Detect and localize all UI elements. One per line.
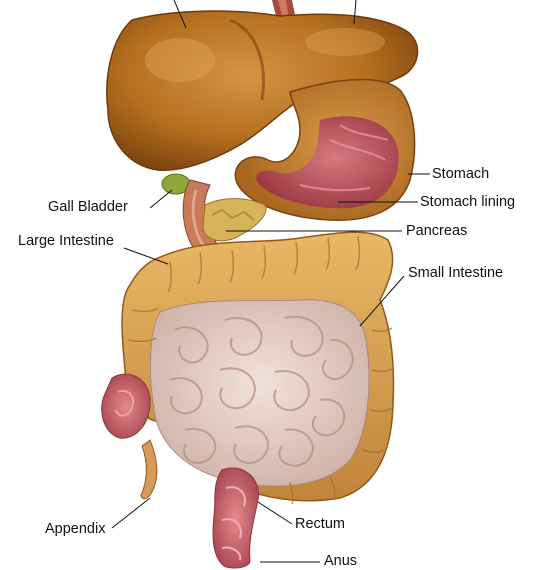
label-large-intestine: Large Intestine <box>18 234 114 249</box>
label-anus: Anus <box>324 554 357 569</box>
label-gall-bladder: Gall Bladder <box>48 200 128 215</box>
cecum <box>102 374 150 438</box>
label-stomach-lining: Stomach lining <box>420 195 515 210</box>
pancreas <box>203 199 266 241</box>
label-pancreas: Pancreas <box>406 224 467 239</box>
label-appendix: Appendix <box>45 522 105 537</box>
rectum <box>213 468 259 568</box>
label-stomach: Stomach <box>432 167 489 182</box>
label-small-intestine: Small Intestine <box>408 266 503 281</box>
label-rectum: Rectum <box>295 517 345 532</box>
appendix <box>141 440 157 499</box>
